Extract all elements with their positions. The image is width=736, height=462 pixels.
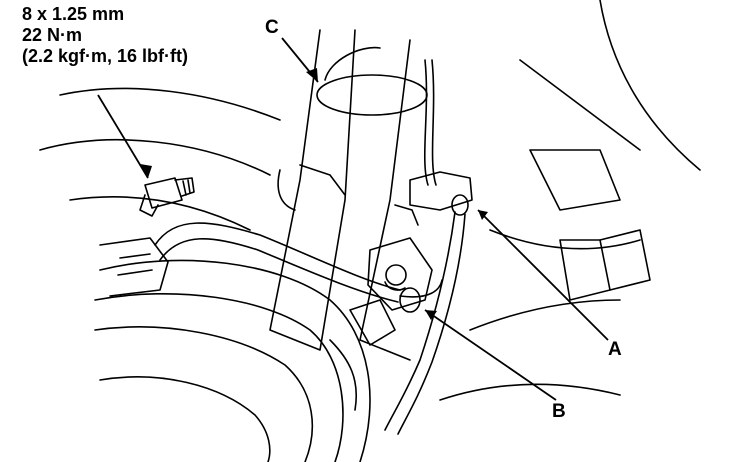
leader-line-b: [424, 309, 557, 401]
body-panel-lines: [39, 0, 701, 401]
strut-tube: [269, 29, 428, 361]
mounting-bolt: [139, 177, 195, 217]
torque-alt-label: (2.2 kgf·m, 16 lbf·ft): [22, 46, 189, 66]
torque-spec: 8 x 1.25 mm 22 N·m (2.2 kgf·m, 16 lbf·ft…: [22, 4, 188, 67]
arrowhead-a: [478, 210, 488, 220]
callout-c: C: [265, 17, 279, 38]
caliper-bracket: [99, 237, 169, 297]
callout-a: A: [608, 339, 622, 360]
arrowhead-b: [425, 310, 437, 320]
arrowhead-bolt: [140, 164, 152, 178]
callout-b: B: [552, 401, 566, 422]
arrowhead-c: [306, 68, 318, 82]
bolt-size-label: 8 x 1.25 mm: [22, 4, 125, 24]
torque-nm-label: 22 N·m: [22, 25, 83, 45]
knuckle-details: [329, 229, 651, 411]
leader-line-bolt: [97, 94, 149, 179]
brake-rotor: [94, 259, 371, 462]
leader-arrowheads: [140, 68, 488, 320]
leader-line-a: [477, 209, 609, 341]
hose-bracket-b: [367, 237, 433, 313]
sensor-wire-clamp-a: [384, 59, 473, 435]
